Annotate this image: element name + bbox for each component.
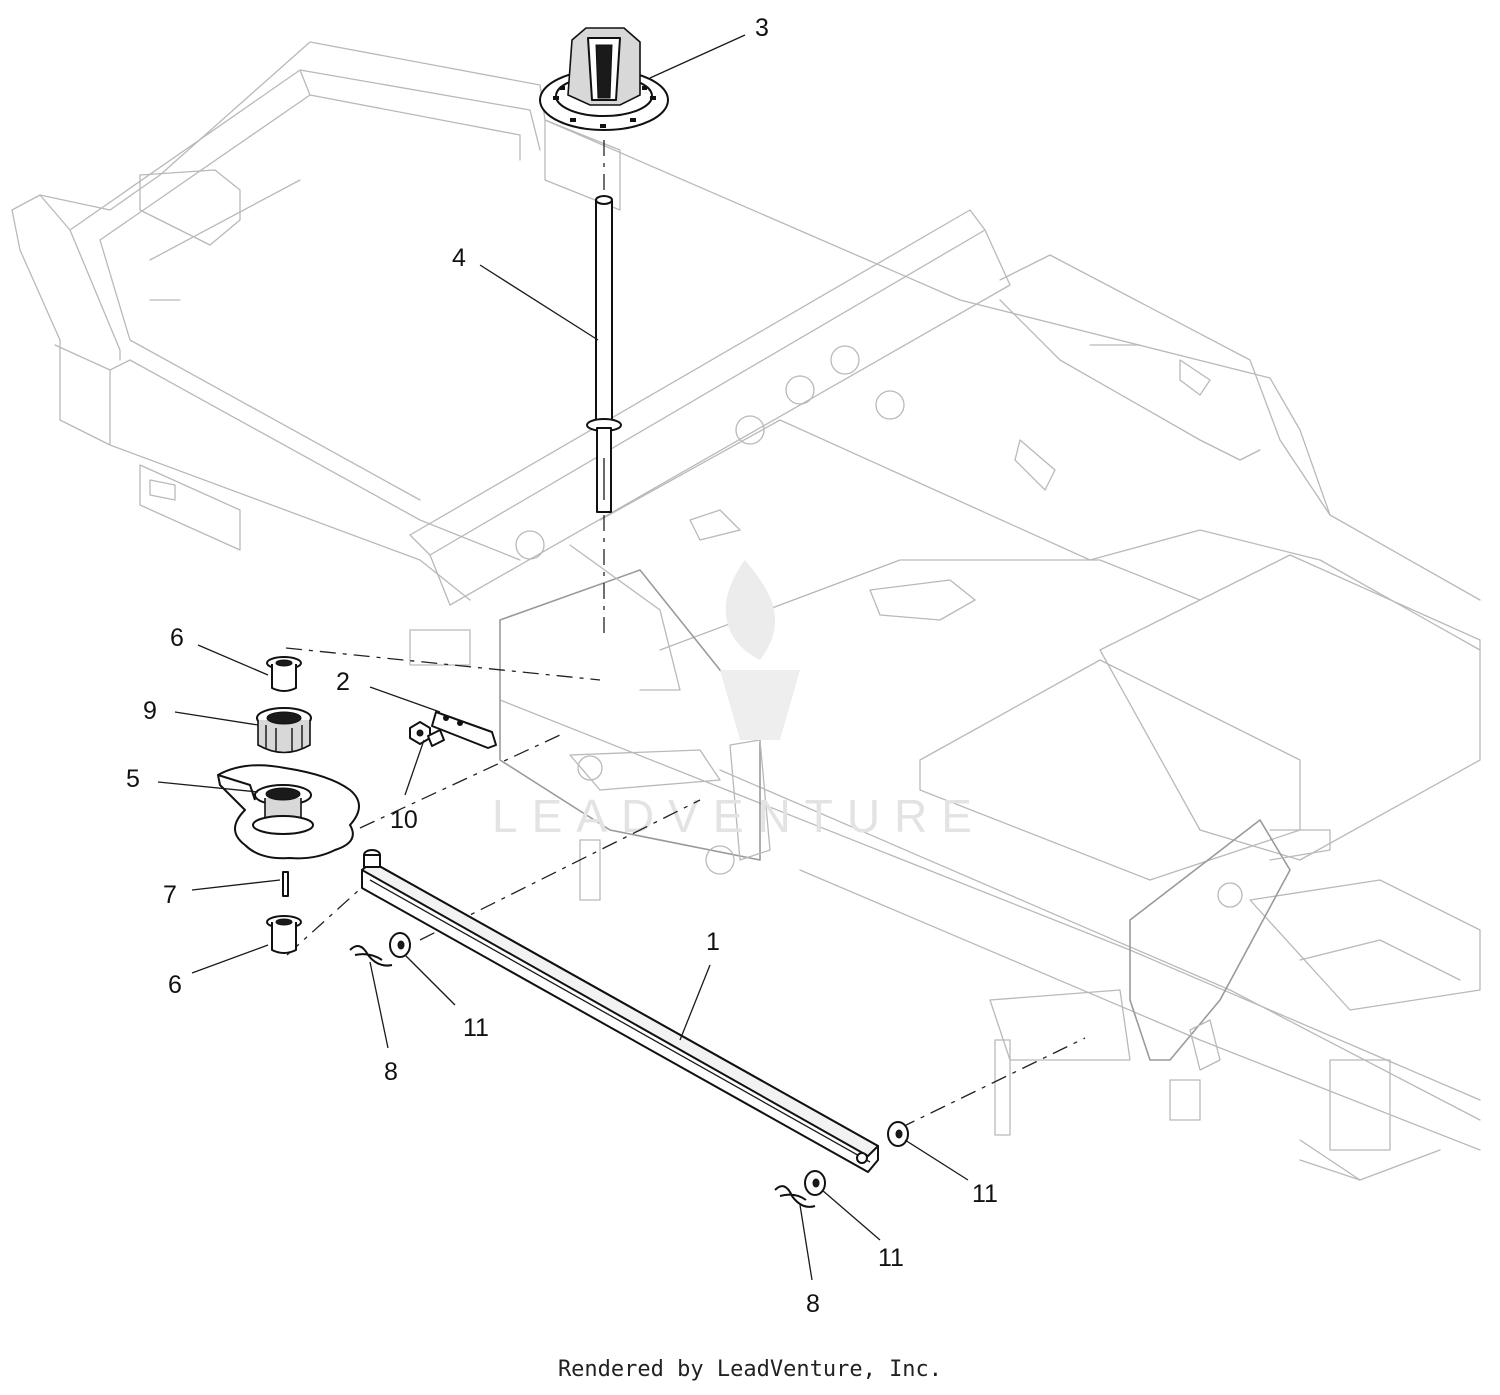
rendered-by-credit: Rendered by LeadVenture, Inc.	[557, 1357, 943, 1382]
part-7-pin	[282, 871, 289, 897]
mower-frame-drawing	[11, 41, 1481, 1181]
callout-9: 9	[143, 697, 157, 725]
callout-1: 1	[706, 928, 720, 956]
callout-3: 3	[755, 14, 769, 42]
part-1-link-bar	[361, 849, 879, 1173]
callout-numbers: 3 4 2 6 9 5 10 7 1 6 11 8 11 11 8	[126, 14, 998, 1318]
part-5-sprocket	[217, 764, 360, 860]
part-6-lower-bushing	[266, 915, 302, 954]
callout-11-right-upper: 11	[972, 1180, 998, 1208]
part-11-washer-right-upper	[887, 1121, 909, 1147]
part-3-height-knob	[539, 27, 669, 131]
callout-5: 5	[126, 765, 140, 793]
part-6-upper-bushing	[266, 656, 302, 692]
part-2-bracket	[431, 711, 497, 749]
part-10-bolt	[409, 721, 445, 747]
callout-8-right: 8	[806, 1290, 820, 1318]
callout-10: 10	[390, 806, 418, 834]
part-9-bearing	[256, 707, 312, 754]
watermark-text: LEADVENTURE	[492, 790, 986, 842]
callout-6-lower: 6	[168, 971, 182, 999]
part-4-adjustment-rod	[586, 195, 622, 513]
callout-2: 2	[336, 668, 350, 696]
part-8-hairpin-right	[774, 1185, 816, 1208]
assembly-centerlines	[285, 140, 1086, 1129]
part-11-washer-left	[389, 932, 411, 958]
watermark: LEADVENTURE	[492, 560, 986, 842]
part-11-washer-right-lower	[804, 1170, 826, 1196]
callout-11-right-lower: 11	[878, 1244, 904, 1272]
callout-8-left: 8	[384, 1058, 398, 1086]
callout-11-left: 11	[463, 1014, 489, 1042]
callout-6-upper: 6	[170, 624, 184, 652]
callout-4: 4	[452, 244, 466, 272]
callout-7: 7	[163, 881, 177, 909]
callout-leaders	[157, 34, 969, 1281]
part-8-hairpin-left	[349, 945, 393, 967]
